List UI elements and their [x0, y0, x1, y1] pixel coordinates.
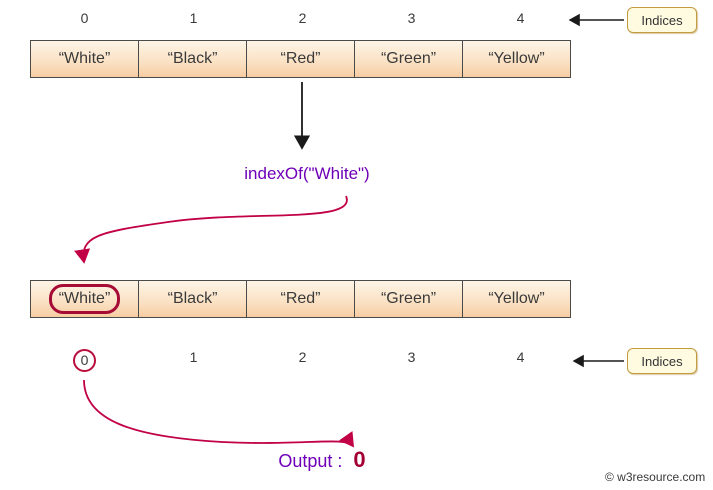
- cell-label: “Yellow”: [488, 290, 545, 307]
- cell-label: “White”: [58, 50, 111, 67]
- array-cell: “Green”: [354, 280, 463, 318]
- index-label: 3: [407, 349, 416, 365]
- index-label: 4: [516, 349, 525, 365]
- output-curve-arrow: [83, 379, 355, 448]
- cell-label: “Black”: [167, 290, 218, 307]
- cell-label: “Black”: [167, 50, 218, 67]
- array-cell: “Green”: [354, 40, 463, 78]
- array-cell: “Yellow”: [462, 280, 571, 318]
- array-cell: “Black”: [138, 280, 247, 318]
- cell-label: “Yellow”: [488, 50, 545, 67]
- result-curve-arrow: [74, 195, 348, 264]
- index-label: 1: [189, 10, 198, 26]
- indices-badge-label: Indices: [641, 353, 683, 369]
- cell-label: “Green”: [380, 290, 437, 307]
- bottom-array: “White” “Black” “Red” “Green” “Yellow”: [30, 280, 571, 318]
- array-cell-highlighted: “White”: [30, 280, 139, 318]
- indices-badge-top: Indices: [627, 7, 697, 33]
- output-line: Output : 0: [232, 447, 412, 473]
- array-cell: “White”: [30, 40, 139, 78]
- output-value: 0: [353, 447, 366, 472]
- result-index-circled: 0: [73, 349, 96, 372]
- output-label: Output :: [278, 451, 343, 471]
- bottom-indices-row: 0 1 2 3 4: [30, 349, 575, 372]
- indices-badge-label: Indices: [641, 12, 683, 28]
- index-label: 2: [298, 10, 307, 26]
- credit: © w3resource.com: [605, 470, 706, 484]
- indices-badge-bottom: Indices: [627, 348, 697, 374]
- highlighted-cell-label: “White”: [48, 284, 121, 314]
- array-cell: “Red”: [246, 40, 355, 78]
- index-label: 4: [516, 10, 525, 26]
- method-call-label: indexOf("White"): [244, 164, 370, 183]
- array-cell: “Red”: [246, 280, 355, 318]
- top-array: “White” “Black” “Red” “Green” “Yellow”: [30, 40, 571, 78]
- index-label: 2: [298, 349, 307, 365]
- index-label: 3: [407, 10, 416, 26]
- array-cell: “Yellow”: [462, 40, 571, 78]
- cell-label: “Green”: [380, 50, 437, 67]
- cell-label: “Red”: [280, 290, 321, 307]
- top-indices-row: 0 1 2 3 4: [30, 10, 575, 26]
- cell-label: “Red”: [280, 50, 321, 67]
- index-label: 1: [189, 349, 198, 365]
- index-label: 0: [80, 10, 89, 26]
- array-cell: “Black”: [138, 40, 247, 78]
- result-index: 0: [30, 349, 139, 372]
